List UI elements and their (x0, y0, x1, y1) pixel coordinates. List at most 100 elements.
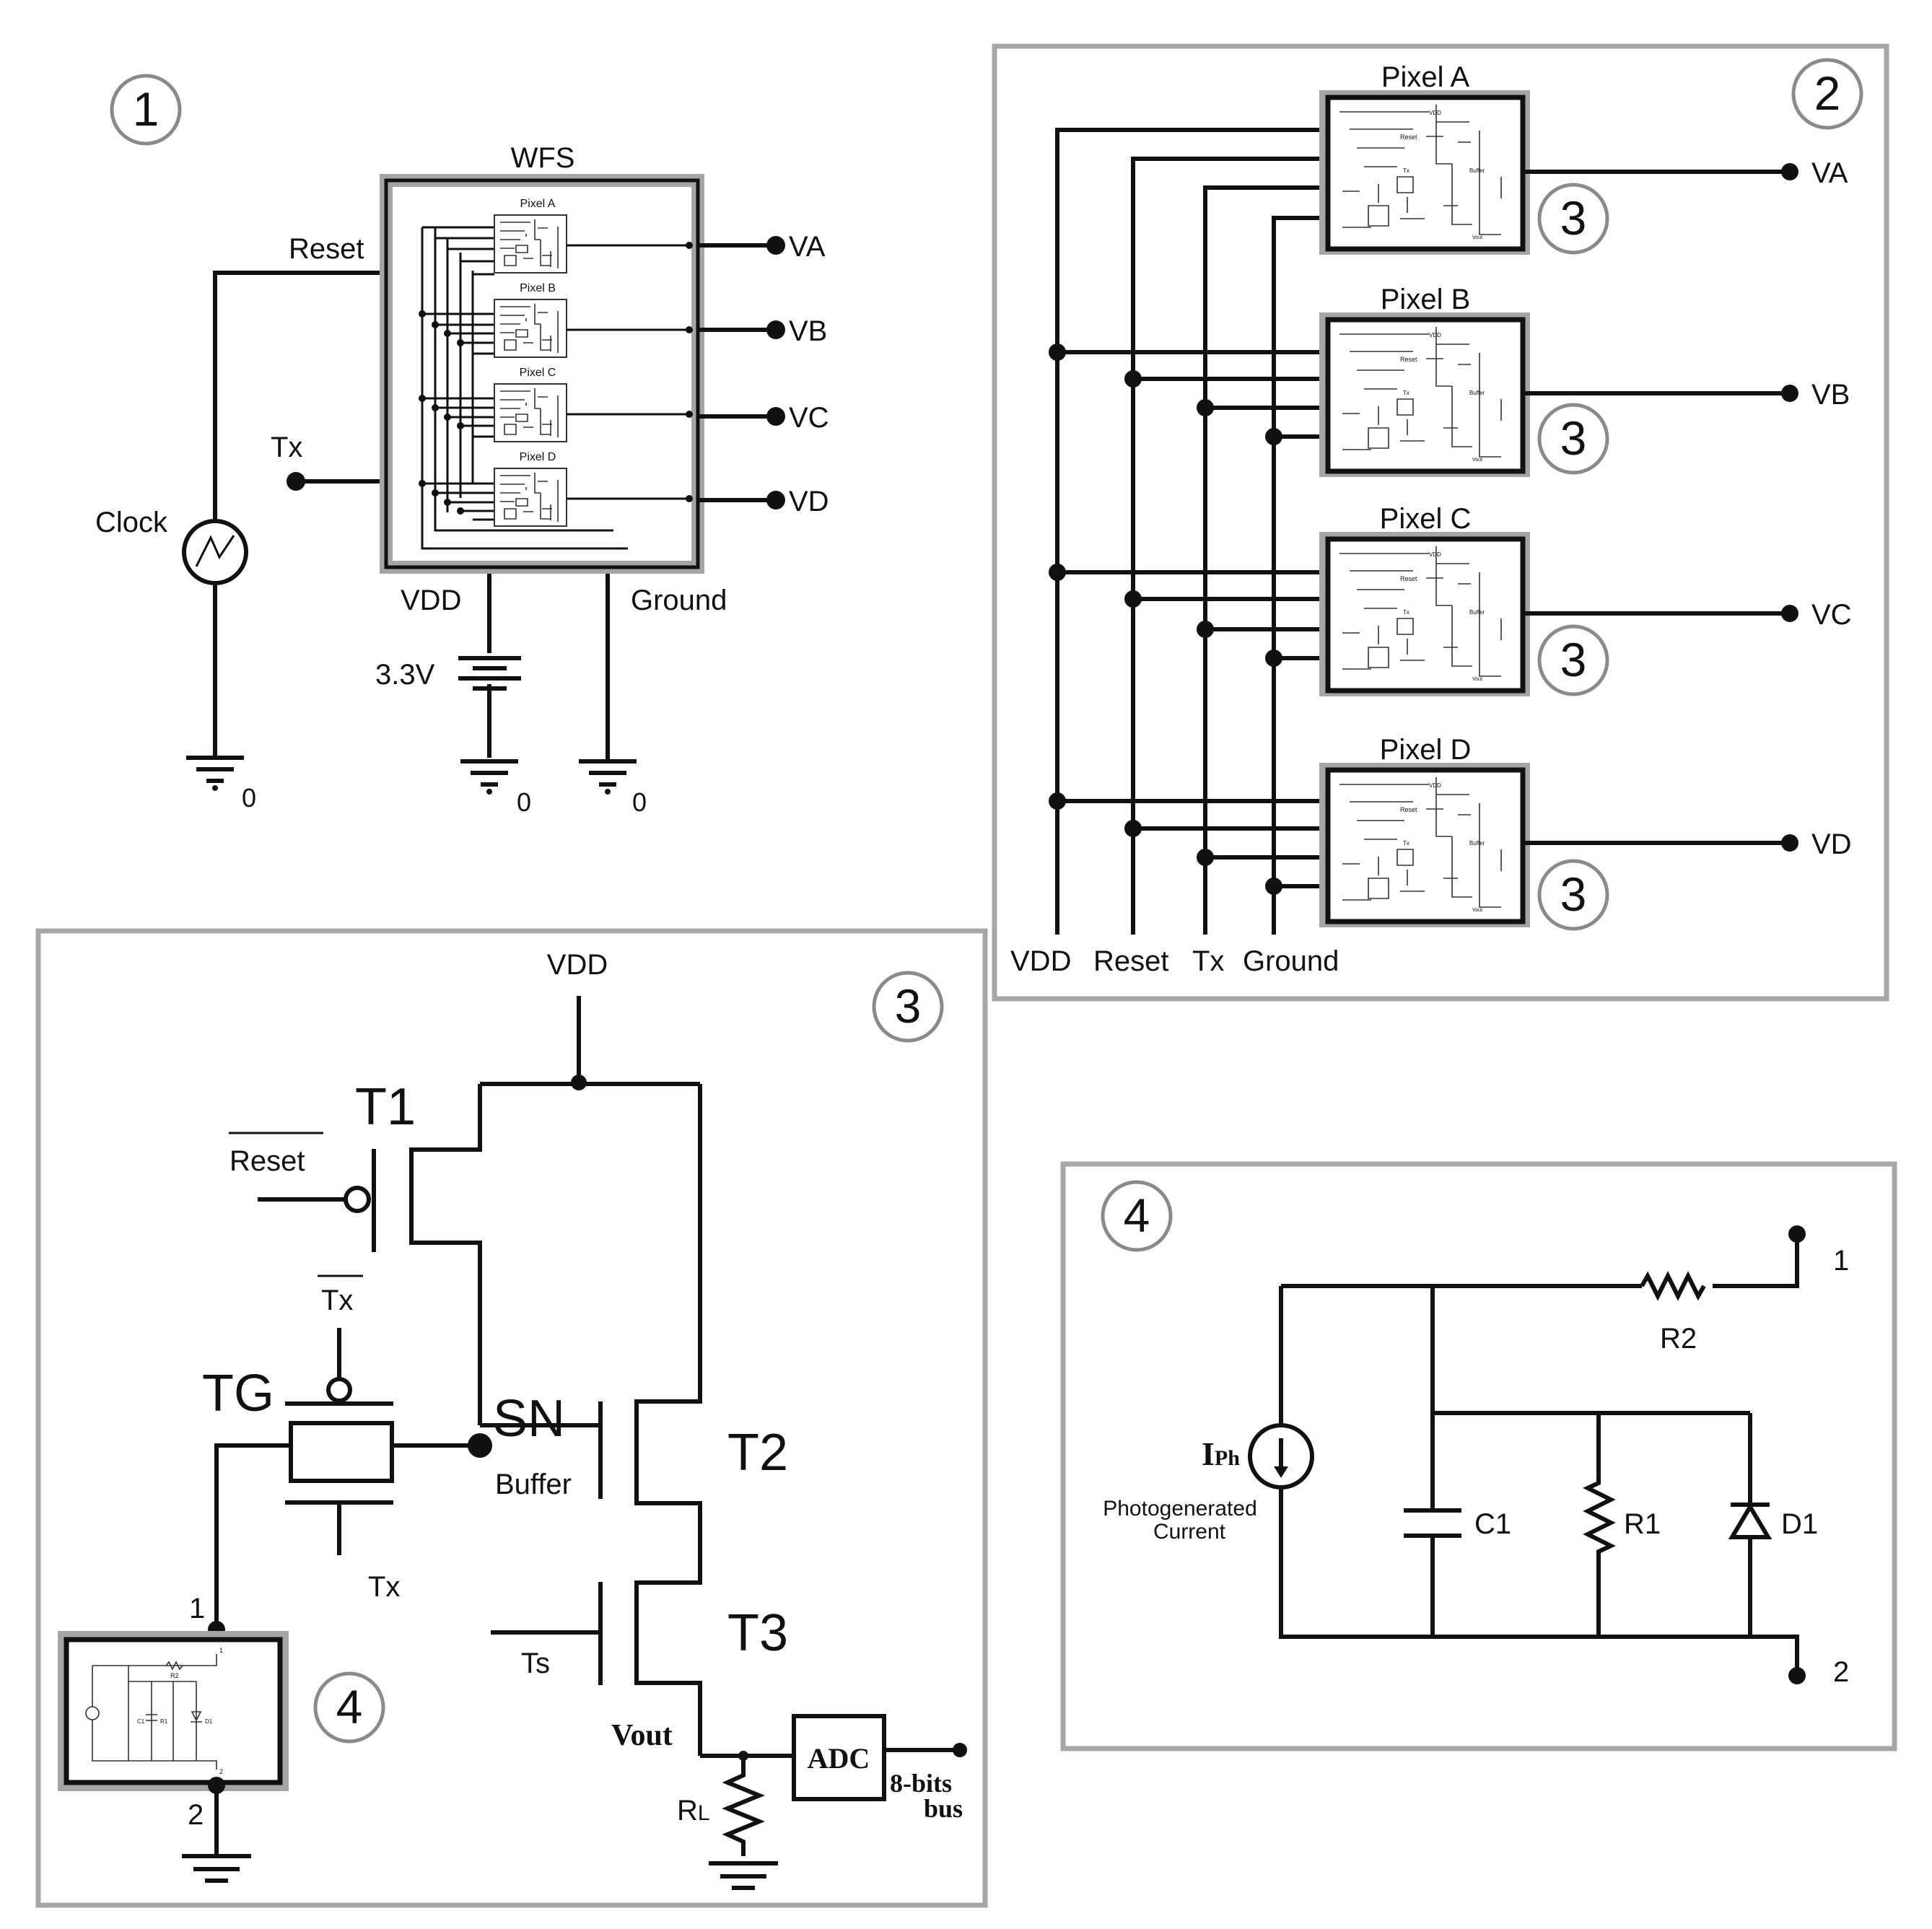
bus-tx-label: Tx (1192, 945, 1224, 977)
terminal-2-label: 2 (1833, 1656, 1849, 1688)
wfs-pixel-d-label: Pixel D (520, 451, 556, 463)
panel-4-badge: 4 (1124, 1189, 1150, 1242)
panel-4-badge-circle (1101, 1180, 1173, 1252)
output-vd: VD (789, 486, 829, 517)
vout-label: Vout (611, 1719, 673, 1752)
wfs-pixel-a-label: Pixel A (520, 198, 556, 210)
photodiode-mini-schematic: R2 C1 R1 D1 1 2 (85, 1647, 223, 1775)
bus-reset-label: Reset (1093, 945, 1169, 977)
svg-text:R1: R1 (160, 1718, 168, 1725)
pixel-b-label: Pixel B (1381, 284, 1471, 315)
svg-text:2: 2 (219, 1768, 223, 1775)
ts-label: Ts (521, 1648, 550, 1679)
pixel-c-block: Pixel C (1319, 503, 1530, 696)
terminal-1-label: 1 (1833, 1245, 1849, 1277)
buffer-label: Buffer (495, 1469, 572, 1500)
wfs-pixel-d: Pixel D (494, 451, 567, 527)
clock-source-symbol (182, 519, 248, 585)
rl-ground-symbol (709, 1861, 778, 1890)
svg-text:C1: C1 (137, 1718, 145, 1725)
node-1-label: 1 (189, 1593, 205, 1624)
panel-2-output-vc: VC (1811, 599, 1852, 631)
panel-4-photodiode-model: 4 1 R2 IPh Photogenerated Current 2 C1 R… (1060, 1161, 1897, 1751)
reset-label: Reset (289, 233, 364, 265)
tx-bar-label: Tx (321, 1285, 353, 1316)
r2-label: R2 (1660, 1323, 1697, 1355)
output-vb: VB (789, 315, 827, 347)
transfer-gate-body (289, 1421, 394, 1483)
output-vc: VC (789, 402, 829, 434)
panel-3-badge-circle (872, 971, 944, 1043)
d1-label: D1 (1781, 1508, 1818, 1540)
wfs-label: WFS (511, 142, 575, 174)
panel-2-badge: 2 (1814, 66, 1841, 120)
voltage-label: 3.3V (375, 659, 435, 691)
panel-3-frame (35, 928, 988, 1908)
r1-label: R1 (1624, 1508, 1661, 1540)
pixel-a-block: Pixel A (1319, 61, 1530, 255)
photodiode-callout: 4 (336, 1680, 363, 1733)
c1-label: C1 (1474, 1508, 1511, 1540)
reset-bar-label: Reset (230, 1145, 305, 1177)
wfs-ground-symbol (579, 759, 637, 795)
adc-label: ADC (808, 1742, 870, 1775)
bus-label-line2: bus (924, 1794, 963, 1823)
wfs-pixel-b: Pixel B (494, 282, 567, 358)
vdd-ground-zero: 0 (517, 787, 531, 817)
bus-ground-label: Ground (1243, 945, 1339, 977)
svg-text:1: 1 (219, 1647, 223, 1654)
pixel-a-label: Pixel A (1381, 61, 1470, 93)
pixel-b-block: Pixel B (1319, 284, 1530, 477)
rl-label: RL (677, 1795, 710, 1827)
wfs-pixel-c-label: Pixel C (520, 367, 556, 379)
sn-label: SN (493, 1390, 565, 1448)
t1-gate-bubble (344, 1186, 371, 1213)
adc-block (792, 1714, 886, 1801)
svg-text:R2: R2 (170, 1672, 179, 1679)
panel-2-output-vd: VD (1811, 828, 1852, 860)
clock-ground-zero: 0 (242, 783, 256, 813)
battery-symbol (458, 656, 521, 691)
pixel-c-label: Pixel C (1380, 503, 1472, 535)
t3-label: T3 (727, 1604, 788, 1662)
tx-label: Tx (271, 432, 302, 463)
wfs-ground-zero: 0 (632, 787, 647, 817)
clock-label: Clock (95, 507, 168, 538)
ground-label: Ground (631, 585, 727, 616)
panel-2-output-vb: VB (1811, 379, 1850, 411)
pixel-d-callout: 3 (1560, 867, 1587, 921)
wfs-pixel-a: Pixel A (494, 198, 567, 274)
wfs-internal-buses (419, 226, 628, 550)
clock-ground-symbol (186, 756, 244, 791)
iph-label: IPh (1202, 1435, 1240, 1472)
tg-gate-bubble (326, 1377, 352, 1403)
pixel-d-label: Pixel D (1380, 734, 1472, 766)
bus-lines (1049, 128, 1326, 935)
panel-2-badge-circle (1791, 58, 1863, 130)
pixel-b-callout: 3 (1560, 411, 1587, 465)
pixel-ground-symbol (182, 1854, 251, 1883)
node-2-label: 2 (188, 1799, 204, 1831)
panel-1-badge: 1 (133, 82, 159, 136)
t2-label: T2 (727, 1424, 788, 1482)
pixel-a-callout: 3 (1560, 191, 1587, 245)
photogenerated-line2: Current (1153, 1520, 1226, 1544)
vdd-ground-symbol (460, 759, 518, 795)
bus-label-line1: 8-bits (890, 1769, 952, 1798)
wfs-pixel-c: Pixel C (494, 367, 567, 442)
panel-3-pixel-circuit: 3 VDD T1 Reset T2 T3 Ts SN Buffer TG Tx … (35, 928, 988, 1908)
panel-3-badge: 3 (895, 979, 922, 1033)
photogenerated-line1: Photogenerated (1103, 1497, 1257, 1521)
bus-vdd-label: VDD (1010, 945, 1071, 977)
svg-text:D1: D1 (205, 1718, 213, 1725)
tg-label: TG (202, 1365, 274, 1422)
t1-label: T1 (355, 1078, 416, 1136)
vdd-label: VDD (401, 585, 461, 616)
panel-2-frame (992, 43, 1889, 1002)
pixel-d-block: Pixel D (1319, 734, 1530, 927)
vdd-rail-label: VDD (547, 949, 608, 981)
output-va: VA (789, 231, 826, 263)
panel-1-wfs-overview: 1 WFS Pixel A Pixel B Pixel C (95, 74, 829, 817)
panel-1-badge-circle (110, 74, 182, 146)
